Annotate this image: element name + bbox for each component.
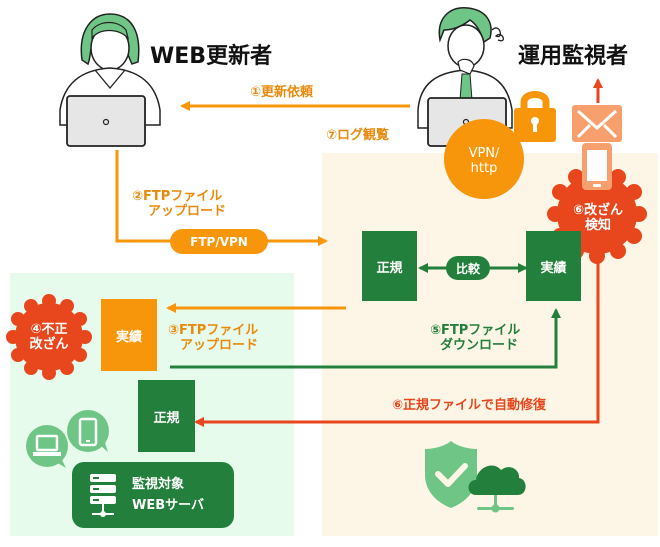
operator-illustration	[417, 7, 513, 147]
vpn-label-line1: VPN/	[468, 146, 500, 161]
monitor-doc-actual-label: 実績	[540, 260, 567, 276]
step7-label: ⑦ログ観覧	[326, 128, 390, 143]
server-icon	[90, 474, 116, 517]
server-doc-legit-label: 正規	[153, 410, 180, 426]
cloud-network-icon	[468, 465, 526, 513]
arrow-step6-restore	[194, 250, 600, 427]
ftp-vpn-pill: FTP/VPN	[170, 229, 268, 254]
web-updater-title: WEB更新者	[150, 44, 273, 69]
laptop-icon	[66, 95, 146, 147]
compare-pill: 比較	[446, 256, 490, 280]
step6-detect-line1: ⑥改ざん	[572, 203, 623, 218]
monitor-doc-legit: 正規	[362, 231, 417, 301]
server-label-line1: 監視対象	[132, 477, 185, 492]
server-label-line2: WEBサーバ	[132, 498, 204, 513]
laptop-bubble-icon	[26, 425, 68, 468]
web-updater-illustration	[59, 13, 161, 147]
step6-restore-label: ⑥正規ファイルで自動修復	[392, 398, 547, 413]
step4-badge-line2: 改ざん	[29, 337, 69, 352]
arrow-step5	[170, 308, 561, 369]
server-doc-actual-label: 実績	[115, 329, 142, 345]
step3-label-line1: ③FTPファイル	[168, 323, 259, 338]
phone-bubble-icon	[67, 410, 109, 452]
server-doc-legit: 正規	[138, 380, 195, 452]
step3-label-line2: アップロード	[180, 338, 259, 353]
step2-label-line1: ②FTPファイル	[132, 189, 223, 204]
shield-check-icon	[425, 441, 477, 508]
server-doc-actual: 実績	[101, 299, 157, 371]
monitor-doc-actual: 実績	[526, 231, 581, 301]
tamper-badge	[6, 294, 92, 380]
step6-detect-line2: 検知	[584, 218, 611, 233]
step5-label-line1: ⑤FTPファイル	[430, 323, 521, 338]
smartphone-icon	[582, 143, 612, 190]
mail-icon	[572, 105, 622, 142]
step5-label-line2: ダウンロード	[440, 338, 519, 353]
vpn-circle	[444, 119, 524, 199]
operator-title: 運用監視者	[518, 44, 629, 69]
lock-icon	[514, 91, 556, 142]
step4-badge-line1: ④不正	[30, 322, 68, 337]
vpn-label-line2: http	[470, 161, 498, 176]
step2-label-line2: アップロード	[148, 204, 227, 219]
monitor-doc-legit-label: 正規	[376, 260, 403, 276]
step1-label: ①更新依頼	[250, 85, 314, 100]
